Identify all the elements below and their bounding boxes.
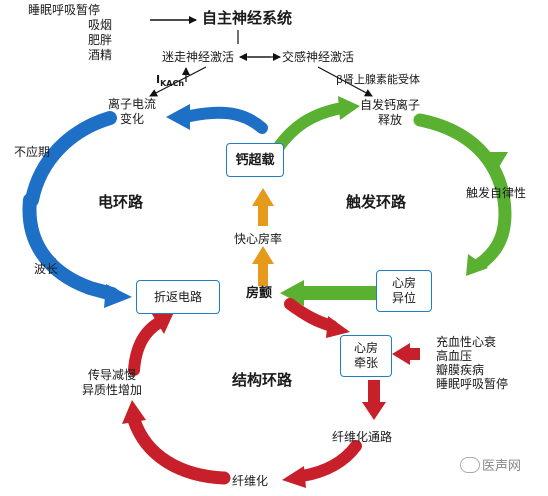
- condition-valve-disease: 瓣膜疾病: [436, 363, 485, 377]
- structural-arrowhead-fibrosis-to-conduction: [122, 400, 146, 424]
- calcium-arrowhead-lower: [252, 246, 274, 264]
- ion-current-line2: 变化: [120, 112, 145, 126]
- structural-arrow-fibrosis-to-conduction: [127, 413, 231, 485]
- electric-loop-arrowhead-right: [166, 104, 190, 130]
- trigger-loop-arrowhead-right: [466, 254, 488, 276]
- structural-arrowhead-conduction-to-reentry: [152, 312, 174, 334]
- calcium-overload-box: 钙超载: [226, 143, 284, 177]
- trigger-loop-arrowhead-bottom: [280, 280, 304, 306]
- structural-arrow-to-fibrosis: [296, 440, 362, 482]
- sym-to-calcium-arrow: [317, 66, 373, 97]
- beta-receptor: β肾上腺素能受体: [336, 73, 421, 86]
- calcium-release-label: 自发钙离子 释放: [360, 98, 420, 128]
- vagal-activation: 迷走神经激活: [162, 50, 235, 64]
- rapid-atrial-rate-label: 快心房率: [234, 232, 283, 246]
- electric-loop-arrow-top-left: [25, 111, 117, 207]
- risk-item-alcohol: 酒精: [88, 48, 113, 62]
- watermark-chat-icon: [460, 457, 480, 473]
- trigger-loop-title: 触发环路: [346, 193, 407, 211]
- condition-hypertension: 高血压: [436, 349, 473, 363]
- risk-item-smoking: 吸烟: [88, 18, 113, 32]
- ion-current-label: 离子电流 变化: [108, 97, 156, 127]
- ikach-main: I: [156, 73, 161, 86]
- calcium-arrowhead-upper: [252, 188, 274, 206]
- calcium-release-line2: 释放: [378, 113, 403, 127]
- sympathetic-activation: 交感神经激活: [282, 50, 355, 64]
- structural-loop-title: 结构环路: [232, 371, 293, 389]
- structural-arrow-conduction-to-reentry: [128, 316, 166, 376]
- atrial-stretch-box: 心房 牵张: [340, 335, 392, 377]
- refractory-label: 不应期: [14, 145, 51, 159]
- electric-loop-title: 电环路: [98, 193, 144, 211]
- structural-conditions-list: 充血性心衰 高血压 瓣膜疾病 睡眠呼吸暂停: [436, 335, 508, 391]
- wavelength-label: 波长: [34, 262, 59, 276]
- ans-title: 自主神经系统: [202, 9, 293, 27]
- electric-loop-arrowhead-bottom: [104, 284, 132, 308]
- conduction-label: 传导减慢 异质性增加: [82, 368, 142, 398]
- atrial-ectopy-box: 心房 异位: [376, 270, 432, 312]
- condition-chf: 充血性心衰: [436, 335, 497, 349]
- ikach-label: IKACh: [156, 72, 184, 91]
- risk-item-sleep-apnea: 睡眠呼吸暂停: [28, 3, 101, 17]
- trigger-loop-arrowhead-top-right: [482, 152, 508, 172]
- reentry-circuit-box: 折返电路: [136, 280, 220, 314]
- conduction-line2: 异质性增加: [82, 383, 143, 397]
- atrial-ectopy-line2: 异位: [391, 291, 416, 305]
- vagal-to-ion-arrow: [149, 66, 207, 97]
- ikach-sub: KACh: [160, 79, 185, 89]
- condition-sleep-apnea: 睡眠呼吸暂停: [436, 377, 509, 391]
- trigger-automaticity-label: 触发自律性: [466, 186, 527, 200]
- trigger-loop-arrow-right: [413, 113, 512, 271]
- conduction-line1: 传导减慢: [88, 368, 137, 382]
- fibrosis-label: 纤维化: [232, 474, 269, 488]
- trigger-loop-arrow-top: [272, 102, 348, 154]
- trigger-loop-arrowhead-top: [338, 96, 360, 120]
- watermark-label: 医声网: [482, 459, 522, 474]
- structural-arrowhead-conditions: [392, 343, 410, 365]
- atrial-ectopy-line1: 心房: [391, 276, 416, 290]
- structural-arrowhead-af-to-stretch: [326, 316, 350, 338]
- electric-loop-arrow-left: [22, 193, 119, 301]
- ion-current-line1: 离子电流: [108, 97, 157, 111]
- electric-loop-arrow-right: [184, 106, 268, 134]
- structural-arrow-af-to-stretch: [284, 298, 338, 332]
- af-label: 房颤: [246, 286, 273, 301]
- risk-item-obesity: 肥胖: [88, 33, 113, 47]
- structural-arrowhead-to-fibrosis: [282, 466, 306, 488]
- atrial-stretch-line2: 牵张: [353, 356, 378, 370]
- fibrosis-pathway-label: 纤维化通路: [332, 430, 393, 444]
- structural-arrowhead-stretch-down: [362, 402, 386, 420]
- atrial-stretch-line1: 心房: [353, 341, 378, 355]
- calcium-release-line1: 自发钙离子: [360, 98, 421, 112]
